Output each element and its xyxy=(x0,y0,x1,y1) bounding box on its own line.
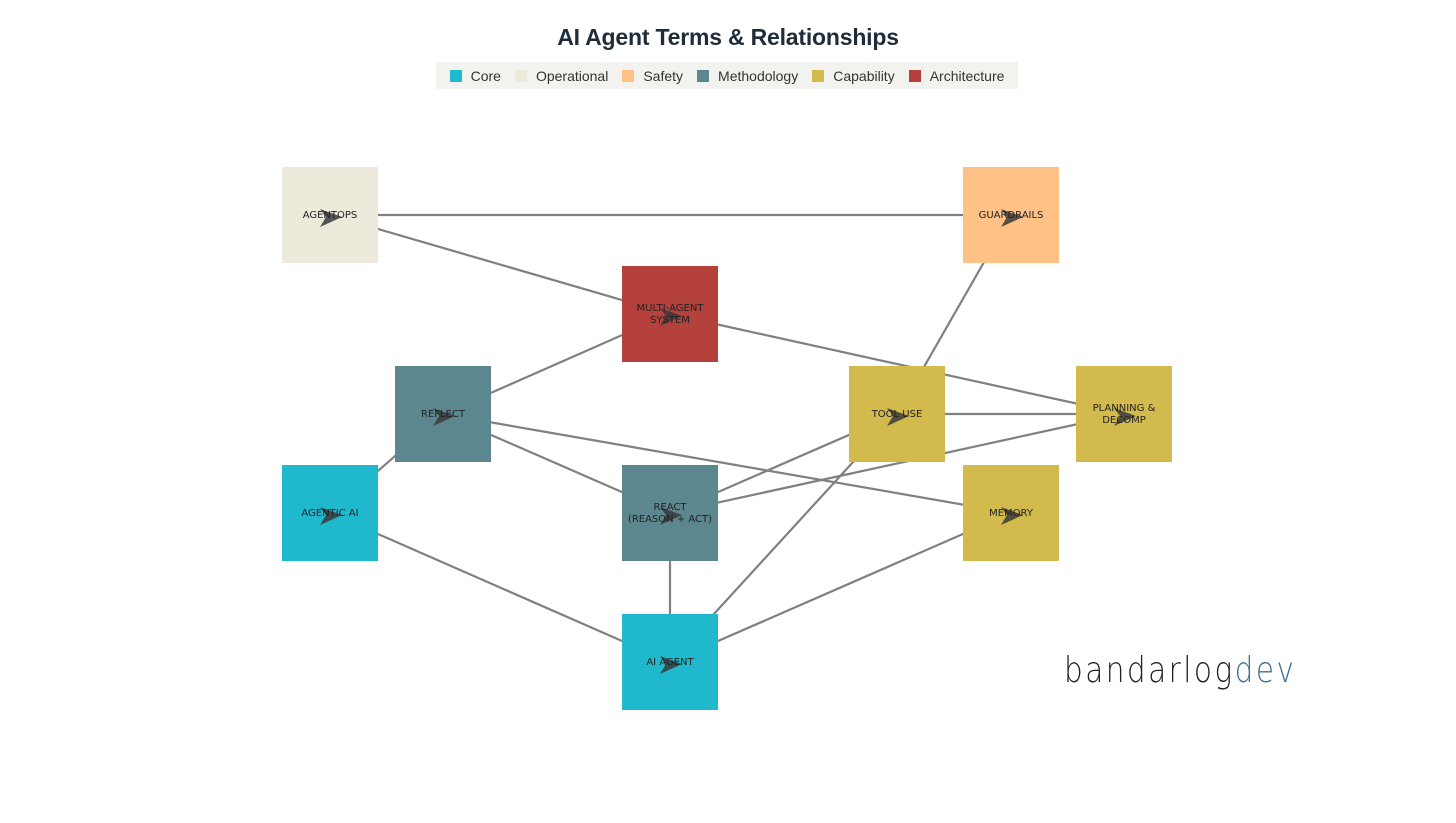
legend-label: Capability xyxy=(833,67,895,84)
legend-swatch xyxy=(697,69,710,82)
node-guardrails[interactable]: GUARDRAILS xyxy=(963,167,1059,263)
arrowhead-icon xyxy=(660,308,682,326)
node-label: GUARDRAILS xyxy=(979,210,1044,221)
legend: Core Operational Safety Methodology Capabili… xyxy=(436,62,1018,89)
node-label: MULTI-AGENT xyxy=(637,303,705,314)
legend-label: Core xyxy=(470,67,501,84)
legend-label: Architecture xyxy=(929,67,1005,84)
legend-item-capability: Capability xyxy=(812,67,895,84)
arrowhead-icon xyxy=(660,507,682,525)
legend-swatch xyxy=(449,69,462,82)
arrowhead-icon xyxy=(660,656,682,674)
edge-reflect-memory xyxy=(442,412,1012,515)
node-agentops[interactable]: AGENTOPS xyxy=(282,167,378,263)
legend-item-safety: Safety xyxy=(622,68,683,84)
node-reflect[interactable]: REFLECT xyxy=(395,366,491,462)
edge-react-planning xyxy=(669,412,1125,515)
edge-ai-agent-memory xyxy=(669,511,1012,664)
edge-agentic-ai-ai-agent xyxy=(329,511,671,664)
node-react[interactable]: REACT(REASON + ACT) xyxy=(622,465,718,561)
edge-multi-agent-planning xyxy=(669,312,1125,416)
legend-swatch xyxy=(908,69,921,82)
legend-label: Operational xyxy=(535,67,609,84)
node-label: REACT xyxy=(653,502,687,513)
node-label: TOOL USE xyxy=(871,409,923,420)
legend-item-core: Core xyxy=(449,67,501,84)
legend-swatch xyxy=(514,69,527,82)
arrowhead-icon xyxy=(1001,209,1023,227)
legend-swatch xyxy=(622,69,635,82)
arrowhead-icon xyxy=(1001,507,1023,525)
node-label: MEMORY xyxy=(989,508,1034,519)
arrowhead-icon xyxy=(887,408,909,426)
edge-agentops-multi-agent xyxy=(329,213,671,316)
brand-logo: bandarlogdev xyxy=(1064,650,1296,691)
node-ai-agent[interactable]: AI AGENT xyxy=(622,614,718,710)
legend-label: Safety xyxy=(643,67,684,84)
node-label: (REASON + ACT) xyxy=(628,514,712,525)
node-planning[interactable]: PLANNING &DECOMP xyxy=(1076,366,1172,462)
arrowhead-icon xyxy=(320,209,342,227)
node-label: PLANNING & xyxy=(1093,403,1156,414)
legend-swatch xyxy=(812,69,825,82)
node-label: AGENTIC AI xyxy=(301,508,358,519)
legend-label: Methodology xyxy=(718,67,799,84)
node-agentic-ai[interactable]: AGENTIC AI xyxy=(282,465,378,561)
legend-item-operational: Operational xyxy=(514,67,609,84)
arrowhead-icon xyxy=(1114,408,1136,426)
node-label: AGENTOPS xyxy=(303,210,358,221)
node-label: AI AGENT xyxy=(646,657,694,668)
legend-item-architecture: Architecture xyxy=(908,67,1005,84)
node-tool-use[interactable]: TOOL USE xyxy=(849,366,945,462)
arrowhead-icon xyxy=(320,507,342,525)
node-label: SYSTEM xyxy=(650,315,690,326)
node-memory[interactable]: MEMORY xyxy=(963,465,1059,561)
logo-suffix-text: dev xyxy=(1234,650,1297,691)
logo-main-text: bandarlog xyxy=(1064,650,1235,691)
legend-item-methodology: Methodology xyxy=(697,68,798,84)
diagram-title: AI Agent Terms & Relationships xyxy=(557,24,899,50)
arrowhead-icon xyxy=(433,408,455,426)
node-label: DECOMP xyxy=(1102,415,1146,426)
node-label: REFLECT xyxy=(421,409,466,420)
